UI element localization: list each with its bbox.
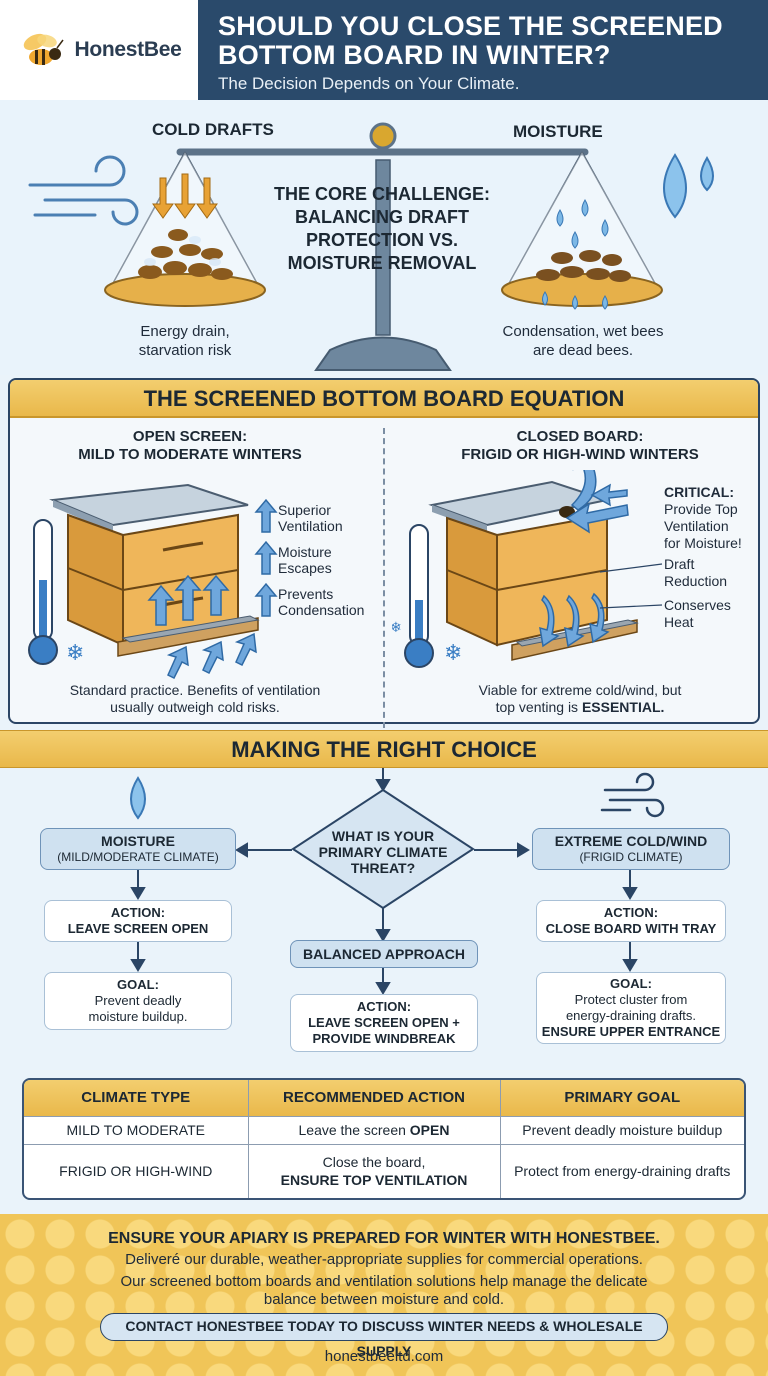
open-screen-heading: OPEN SCREEN: MILD TO MODERATE WINTERS xyxy=(78,428,302,463)
benefit-prevents-condensation: Prevents Condensation xyxy=(278,586,365,618)
website-link[interactable]: honestbeeltd.com xyxy=(324,1348,444,1365)
contact-cta-button[interactable]: CONTACT HONESTBEE TODAY TO DISCUSS WINTE… xyxy=(100,1313,668,1359)
closed-board-caption: Viable for extreme cold/wind, but top ve… xyxy=(478,682,682,715)
decision-question: WHAT IS YOUR PRIMARY CLIMATE THREAT? xyxy=(318,828,448,876)
header-banner: SHOULD YOU CLOSE THE SCREENED BOTTOM BOA… xyxy=(198,0,768,100)
cold-wind-action-node: ACTION: CLOSE BOARD WITH TRAY xyxy=(536,900,726,942)
moisture-label: MOISTURE xyxy=(513,122,603,141)
footer-banner xyxy=(0,1214,768,1376)
benefit-moisture-escapes: Moisture Escapes xyxy=(278,544,332,576)
large-water-drops xyxy=(663,153,714,219)
bee-icon xyxy=(23,33,64,65)
column-divider xyxy=(383,428,385,728)
footer-line-1: Deliveré our durable, weather-appropriat… xyxy=(125,1251,643,1268)
thermometer-icon xyxy=(404,524,434,668)
benefit-draft-reduction: Draft Reduction xyxy=(664,556,728,589)
svg-text:❄: ❄ xyxy=(392,619,402,635)
critical-top-ventilation-note: CRITICAL: Provide Top Ventilation for Mo… xyxy=(664,484,742,551)
snowflake-icon: ❄ xyxy=(444,640,462,665)
table-row: MILD TO MODERATE Leave the screen OPEN P… xyxy=(24,1115,744,1145)
snowflake-icon: ❄ xyxy=(66,640,84,665)
flow-connectors xyxy=(130,768,665,995)
page-subtitle: The Decision Depends on Your Climate. xyxy=(218,74,520,93)
table-cell: Close the board,ENSURE TOP VENTILATION xyxy=(248,1143,501,1198)
cold-wind-goal-node: GOAL: Protect cluster from energy-draini… xyxy=(536,972,726,1044)
thermometer-icon xyxy=(28,519,58,665)
table-cell: FRIGID OR HIGH-WIND xyxy=(24,1143,249,1198)
closed-hive-illustration: ❄ ❄ xyxy=(392,470,639,668)
table-header: RECOMMENDED ACTION xyxy=(248,1080,501,1116)
balanced-action-node: ACTION: LEAVE SCREEN OPEN + PROVIDE WIND… xyxy=(290,994,478,1052)
cold-air-arrows xyxy=(152,173,218,219)
footer-line-2: Our screened bottom boards and ventilati… xyxy=(120,1273,648,1290)
open-screen-caption: Standard practice. Benefits of ventilati… xyxy=(69,682,321,715)
cold-drafts-label: COLD DRAFTS xyxy=(152,120,274,139)
footer-line-3: balance between moisture and cold. xyxy=(263,1291,505,1308)
water-drop-icon xyxy=(130,776,146,820)
table-cell: Leave the screen OPEN xyxy=(248,1115,501,1145)
moisture-goal-node: GOAL: Prevent deadly moisture buildup. xyxy=(44,972,232,1030)
moisture-threat-node: MOISTURE (MILD/MODERATE CLIMATE) xyxy=(40,828,236,870)
balance-scale-illustration xyxy=(28,122,714,371)
cold-wind-threat-node: EXTREME COLD/WIND (FRIGID CLIMATE) xyxy=(532,828,730,870)
closed-board-heading: CLOSED BOARD: FRIGID OR HIGH-WIND WINTER… xyxy=(461,428,699,463)
benefit-conserves-heat: Conserves Heat xyxy=(664,597,731,630)
page-title-line-2: BOTTOM BOARD IN WINTER? xyxy=(218,40,611,70)
page-title-line-1: SHOULD YOU CLOSE THE SCREENED xyxy=(218,11,723,41)
footer-title: ENSURE YOUR APIARY IS PREPARED FOR WINTE… xyxy=(108,1230,660,1247)
table-header: PRIMARY GOAL xyxy=(500,1080,744,1116)
moisture-caption: Condensation, wet bees are dead bees. xyxy=(502,323,664,359)
brand-logo: HonestBee xyxy=(0,0,198,100)
table-cell: Prevent deadly moisture buildup xyxy=(500,1115,744,1145)
summary-table: CLIMATE TYPE RECOMMENDED ACTION PRIMARY … xyxy=(22,1078,746,1200)
core-challenge-title: THE CORE CHALLENGE: BALANCING DRAFT PROT… xyxy=(274,184,490,273)
water-droplets xyxy=(542,199,609,310)
equation-banner-title: THE SCREENED BOTTOM BOARD EQUATION xyxy=(143,386,625,411)
open-hive-illustration: ❄ xyxy=(28,483,278,680)
wind-icon xyxy=(600,772,665,818)
table-cell: MILD TO MODERATE xyxy=(24,1115,249,1145)
table-header: CLIMATE TYPE xyxy=(24,1080,249,1116)
choice-banner-title: MAKING THE RIGHT CHOICE xyxy=(231,737,537,762)
table-row: FRIGID OR HIGH-WIND Close the board,ENSU… xyxy=(24,1143,744,1198)
benefit-superior-ventilation: Superior Ventilation xyxy=(278,502,343,534)
balanced-approach-node: BALANCED APPROACH xyxy=(290,940,478,968)
brand-name: HonestBee xyxy=(74,38,182,61)
decision-diamond xyxy=(291,788,475,910)
cold-drafts-caption: Energy drain, starvation risk xyxy=(138,323,232,359)
equation-banner: THE SCREENED BOTTOM BOARD EQUATION xyxy=(10,380,758,418)
wind-icon xyxy=(28,155,139,226)
table-header-row: CLIMATE TYPE RECOMMENDED ACTION PRIMARY … xyxy=(24,1080,744,1116)
choice-banner: MAKING THE RIGHT CHOICE xyxy=(0,730,768,768)
callout-lines xyxy=(600,563,663,609)
moisture-action-node: ACTION: LEAVE SCREEN OPEN xyxy=(44,900,232,942)
table-cell: Protect from energy-draining drafts xyxy=(500,1143,744,1198)
